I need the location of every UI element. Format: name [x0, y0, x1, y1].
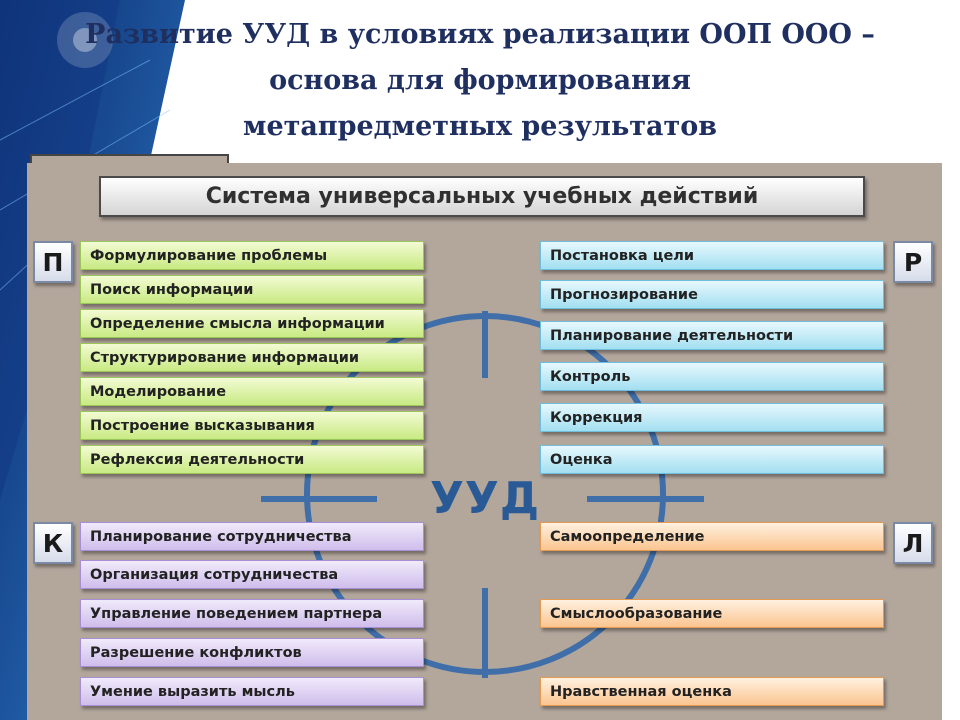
title-line-1: Развитие УУД в условиях реализации ООП О…: [85, 19, 875, 50]
title-line-3: метапредметных результатов: [242, 111, 718, 142]
r-item: Планирование деятельности: [540, 321, 884, 350]
letter-l-badge: Л: [893, 522, 933, 564]
l-item: Нравственная оценка: [540, 677, 884, 706]
l-item: Смыслообразование: [540, 599, 884, 628]
title-line-2: основа для формирования: [269, 65, 691, 96]
r-item: Оценка: [540, 445, 884, 474]
letter-r-badge: Р: [893, 241, 933, 283]
slide-title: Развитие УУД в условиях реализации ООП О…: [30, 12, 930, 150]
k-item: Планирование сотрудничества: [80, 522, 424, 551]
p-item: Структурирование информации: [80, 343, 424, 372]
letter-k-badge: К: [33, 522, 73, 564]
r-item: Контроль: [540, 362, 884, 391]
p-item: Определение смысла информации: [80, 309, 424, 338]
p-item: Формулирование проблемы: [80, 241, 424, 270]
p-item: Построение высказывания: [80, 411, 424, 440]
cycle-circle: [261, 311, 704, 678]
l-item: Самоопределение: [540, 522, 884, 551]
r-item: Постановка цели: [540, 241, 884, 270]
diagram-panel: Система универсальных учебных действий У…: [27, 163, 942, 720]
p-item: Рефлексия деятельности: [80, 445, 424, 474]
r-item: Коррекция: [540, 403, 884, 432]
k-item: Организация сотрудничества: [80, 560, 424, 589]
k-item: Разрешение конфликтов: [80, 638, 424, 667]
p-item: Моделирование: [80, 377, 424, 406]
system-header: Система универсальных учебных действий: [99, 176, 865, 217]
k-item: Управление поведением партнера: [80, 599, 424, 628]
k-item: Умение выразить мысль: [80, 677, 424, 706]
center-label: УУД: [430, 473, 541, 524]
p-item: Поиск информации: [80, 275, 424, 304]
r-item: Прогнозирование: [540, 280, 884, 309]
letter-p-badge: П: [33, 241, 73, 283]
